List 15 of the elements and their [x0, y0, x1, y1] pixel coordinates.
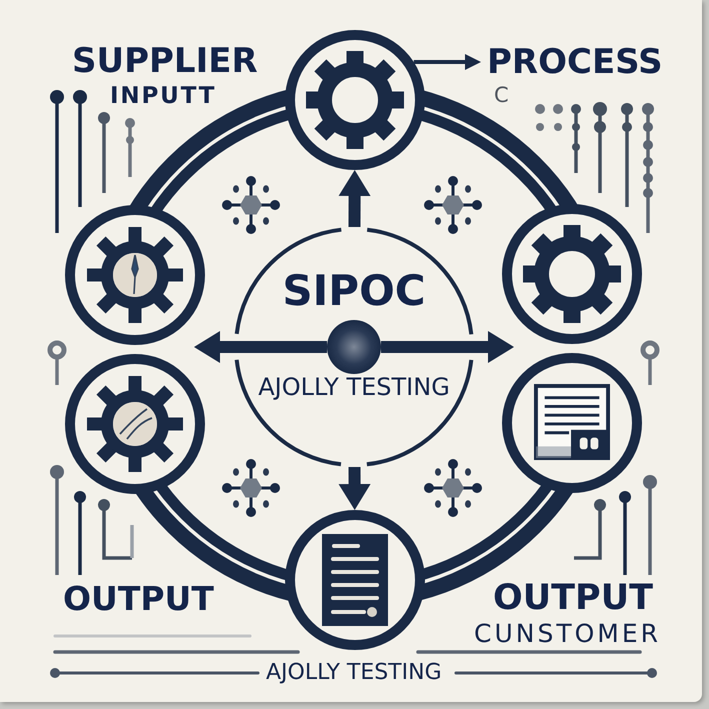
subheading: INPUTT [110, 85, 216, 108]
section-heading: OUTPUT [493, 581, 653, 616]
arrow [381, 331, 514, 363]
faded-text: C [494, 85, 509, 106]
hub-circle [234, 227, 474, 467]
section-heading: SUPPLIER [72, 44, 258, 78]
arrow [414, 54, 481, 70]
hub-subtitle: AJOLLY TESTING [258, 375, 450, 399]
section-heading: OUTPUT [63, 582, 214, 615]
arrow [338, 466, 371, 510]
footer-text: AJOLLY TESTING [266, 662, 442, 684]
section-heading: PROCESS [481, 44, 663, 80]
arrow [338, 170, 371, 228]
hub-title: SIPOC [282, 270, 426, 312]
subheading: CUNSTOMER [474, 621, 662, 646]
